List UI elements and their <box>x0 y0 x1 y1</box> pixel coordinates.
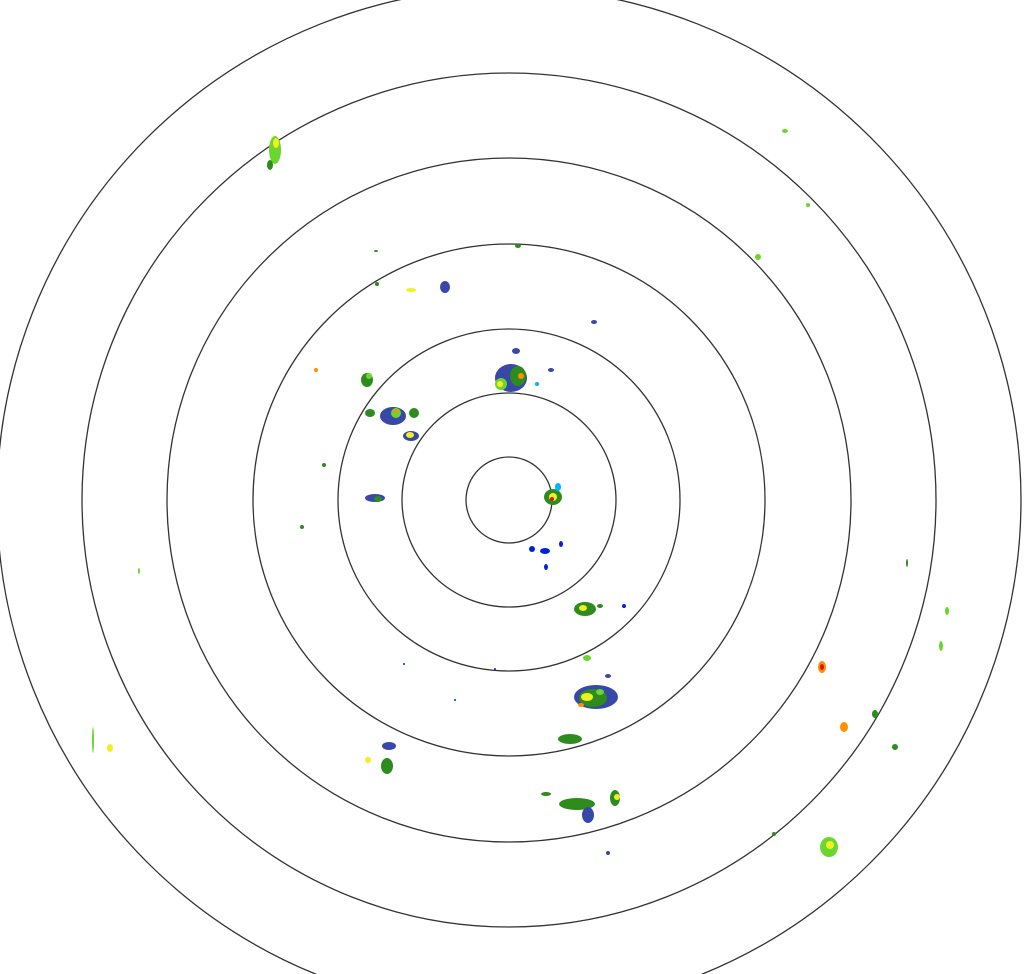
echo-green <box>322 463 326 467</box>
echo-green <box>267 160 273 170</box>
echo-blue <box>540 548 550 554</box>
echo-red <box>550 497 554 501</box>
echo-green <box>300 525 304 529</box>
echo-light-green <box>755 254 761 260</box>
echo-green <box>365 409 375 417</box>
echo-yellow <box>581 693 593 701</box>
range-ring-4 <box>252 243 766 757</box>
range-ring-2 <box>401 392 617 608</box>
echo-yellow <box>406 432 414 438</box>
echo-light-green <box>945 607 949 615</box>
echo-light-green <box>806 203 810 207</box>
range-ring-1 <box>465 456 553 544</box>
echo-light-green <box>939 641 943 651</box>
echo-green <box>872 710 878 718</box>
echo-light-green <box>782 129 788 133</box>
echo-blue <box>622 604 626 608</box>
echo-green <box>892 744 898 750</box>
echo-green <box>409 408 419 418</box>
echo-slate-blue <box>512 348 520 354</box>
echo-orange <box>314 368 318 372</box>
echo-blue <box>544 564 548 570</box>
echo-slate-blue <box>605 674 611 678</box>
echo-blue <box>559 541 563 547</box>
echo-yellow <box>365 757 371 763</box>
echo-orange <box>518 373 524 379</box>
echo-green <box>541 792 551 796</box>
echo-blue <box>454 699 456 701</box>
echo-orange <box>578 703 584 707</box>
echo-green <box>515 244 521 248</box>
echo-yellow <box>614 794 620 800</box>
echo-yellow <box>273 138 279 148</box>
echo-orange <box>840 722 848 732</box>
echo-blue <box>494 668 496 670</box>
echo-light-green <box>138 568 140 574</box>
echo-slate-blue <box>582 807 594 823</box>
echo-light-green <box>366 373 372 379</box>
echo-light-blue <box>535 382 539 386</box>
echo-slate-blue <box>606 851 610 855</box>
echo-light-green <box>596 689 604 695</box>
echo-orange <box>394 409 398 413</box>
echo-red <box>820 664 824 670</box>
range-ring-6 <box>81 72 937 928</box>
echo-green <box>374 250 378 252</box>
echo-green <box>381 758 393 774</box>
echo-yellow <box>497 381 503 387</box>
echo-green <box>597 604 603 608</box>
echo-green <box>375 282 379 286</box>
echo-yellow <box>107 744 113 752</box>
echo-blue <box>529 546 535 552</box>
echo-slate-blue <box>440 281 450 293</box>
range-ring-5 <box>166 157 852 843</box>
range-ring-3 <box>337 328 681 672</box>
echo-green <box>559 798 595 810</box>
echo-yellow <box>406 288 416 292</box>
echo-green <box>772 832 776 836</box>
precipitation-echoes <box>92 129 949 857</box>
echo-light-blue <box>555 483 561 491</box>
echo-yellow <box>826 841 834 849</box>
echo-blue <box>403 663 405 665</box>
echo-green <box>374 496 382 502</box>
echo-light-green <box>92 727 94 753</box>
echo-light-green <box>583 655 591 661</box>
echo-slate-blue <box>591 320 597 324</box>
echo-green <box>906 559 908 567</box>
echo-green <box>558 734 582 744</box>
echo-slate-blue <box>382 742 396 750</box>
echo-yellow <box>579 605 587 611</box>
echo-slate-blue <box>548 368 554 372</box>
